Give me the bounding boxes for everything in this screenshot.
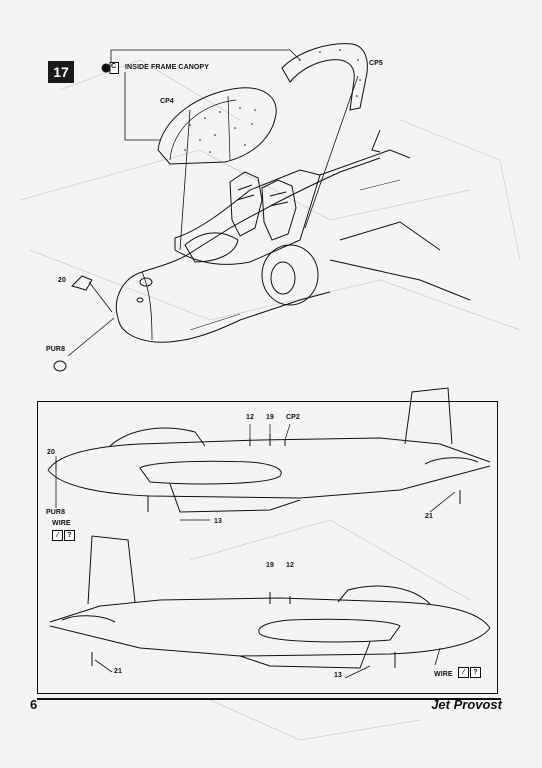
callout-part-20: 20: [58, 277, 66, 284]
lower-note-icons: ⁄?: [458, 667, 481, 678]
page-number: 6: [30, 697, 38, 712]
paint-note-text: INSIDE FRAME CANOPY: [125, 64, 209, 71]
side-view-lower: [49, 535, 491, 679]
paint-chip-code: C: [111, 63, 117, 70]
upper-label-cp2: CP2: [286, 414, 300, 421]
footer-rule: [37, 698, 501, 700]
background-ghost: [19, 59, 521, 741]
callout-cp4: CP4: [160, 98, 174, 105]
step-number-badge: 17: [48, 61, 74, 83]
canopy-stipple: [184, 49, 361, 153]
upper-mark-box: ⁄: [52, 530, 63, 541]
lower-label-13: 13: [334, 672, 342, 679]
upper-label-12: 12: [246, 414, 254, 421]
lower-label-19: 19: [266, 562, 274, 569]
upper-label-pur8: PUR8: [46, 509, 66, 516]
callout-cp5: CP5: [369, 60, 383, 67]
side-views-frame: [37, 401, 498, 694]
upper-label-19: 19: [266, 414, 274, 421]
upper-note-icons: ⁄?: [52, 530, 75, 541]
paint-chip-icon: [101, 62, 119, 74]
upper-label-13: 13: [214, 518, 222, 525]
lower-label-wire: WIRE: [434, 671, 453, 678]
upper-label-20: 20: [47, 449, 55, 456]
upper-label-wire: WIRE: [52, 520, 71, 527]
nose-3d-view: [53, 43, 471, 372]
lower-label-21: 21: [114, 668, 122, 675]
lower-question-icon: ?: [470, 667, 481, 678]
upper-label-21: 21: [425, 513, 433, 520]
manual-title: Jet Provost: [431, 697, 502, 712]
upper-question-icon: ?: [64, 530, 75, 541]
lower-label-12: 12: [286, 562, 294, 569]
callout-pur8: PUR8: [46, 346, 66, 353]
side-view-upper: [47, 387, 491, 521]
lower-mark-box: ⁄: [458, 667, 469, 678]
